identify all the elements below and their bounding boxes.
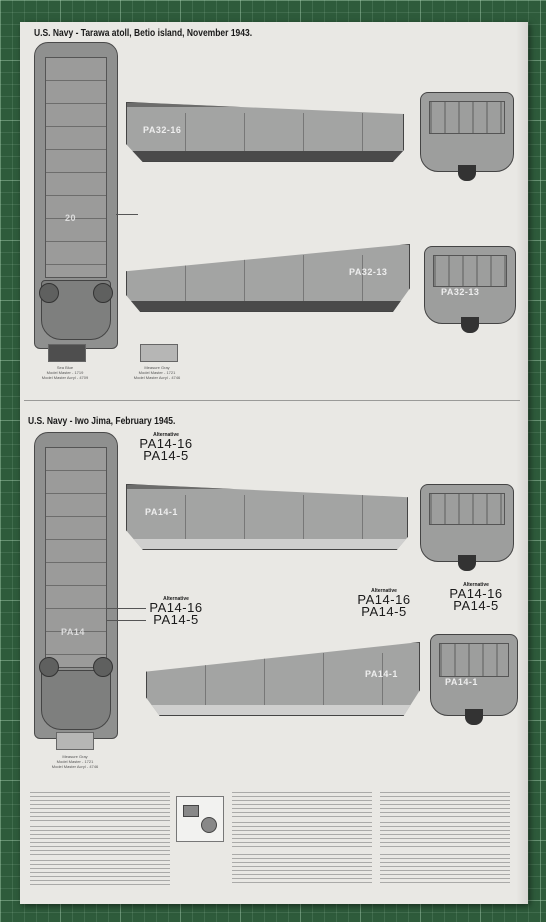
decal-application-diagram — [176, 796, 224, 842]
instructions-paragraph — [380, 854, 510, 884]
alternative-marking-2: Alternative PA14-16 PA14-5 — [146, 596, 206, 626]
hull-waterline — [127, 301, 409, 311]
alternative-marking-4: Alternative PA14-16 PA14-5 — [440, 582, 512, 612]
hull-marking: PA32-13 — [349, 267, 388, 277]
section-1-hull-side-upper: PA32-16 — [126, 102, 404, 162]
front-marking: PA14-1 — [445, 677, 478, 687]
paint-label-sea-blue: Sea Blue Model Master - 1719 Model Maste… — [30, 365, 100, 380]
paint-swatch-measure-gray — [140, 344, 178, 362]
section-divider — [24, 400, 520, 401]
alt-head: Alternative — [371, 588, 397, 594]
section-2-front-view-upper — [420, 484, 514, 571]
section-1-title: U.S. Navy - Tarawa atoll, Betio island, … — [34, 28, 253, 39]
instructions-paragraph — [30, 860, 170, 886]
section-2-plan-view: PA14 — [34, 432, 118, 739]
instructions-paragraph — [232, 854, 372, 884]
front-grid — [429, 101, 505, 135]
paint-swatch-measure-gray-2 — [56, 732, 94, 750]
paint-name: Measure Gray — [144, 365, 170, 370]
alt-head: Alternative — [463, 582, 489, 588]
section-1-hull-side-lower: PA32-13 — [126, 244, 410, 312]
alt-line: PA14-16 — [357, 592, 411, 607]
alt-head: Alternative — [163, 596, 189, 602]
hull-panels — [127, 113, 403, 151]
paint-line1: Model Master - 1721 — [138, 370, 176, 375]
front-grid — [433, 255, 507, 288]
front-keel — [465, 709, 483, 725]
paint-line2: Model Master Acryl - 4746 — [51, 764, 99, 769]
hull-marking: PA14-1 — [365, 669, 398, 679]
front-marking: PA32-13 — [441, 287, 480, 297]
hull-marking: PA32-16 — [143, 125, 182, 135]
alt-line: PA14-16 — [139, 436, 193, 451]
hull-waterline — [127, 539, 407, 549]
instructions-paragraph — [380, 792, 510, 818]
paint-line2: Model Master Acryl - 4709 — [41, 375, 89, 380]
plan-marking: PA14 — [61, 627, 85, 637]
gun-mount-left — [39, 657, 59, 677]
diagram-piece — [183, 805, 199, 817]
front-keel — [458, 555, 476, 571]
paint-label-measure-gray-2: Measure Gray Model Master - 1721 Model M… — [40, 754, 110, 769]
paint-name: Measure Gray — [62, 754, 88, 759]
section-1-front-view-lower: PA32-13 — [424, 246, 516, 333]
hull-waterline — [147, 705, 419, 715]
alt-line: PA14-5 — [153, 612, 199, 627]
paint-swatch-sea-blue — [48, 344, 86, 362]
plan-marking: 20 — [65, 213, 77, 223]
alt-line: PA14-5 — [453, 598, 499, 613]
front-keel — [461, 317, 479, 333]
paint-line1: Model Master - 1721 — [56, 759, 94, 764]
instructions-paragraph — [232, 822, 372, 848]
gun-mount-right — [93, 283, 113, 303]
paint-line1: Model Master - 1719 — [46, 370, 84, 375]
alt-line: PA14-5 — [143, 448, 189, 463]
hull-panels — [147, 653, 419, 705]
instruction-sheet: U.S. Navy - Tarawa atoll, Betio island, … — [20, 22, 528, 904]
section-2-hull-side-upper: PA14-1 — [126, 484, 408, 550]
paint-label-measure-gray: Measure Gray Model Master - 1721 Model M… — [122, 365, 192, 380]
plan-deck — [45, 57, 107, 278]
section-2-title: U.S. Navy - Iwo Jima, February 1945. — [28, 416, 176, 427]
instructions-paragraph — [380, 822, 510, 848]
hull-marking: PA14-1 — [145, 507, 178, 517]
alt-head: Alternative — [153, 432, 179, 438]
callout-line — [106, 620, 146, 621]
front-keel — [458, 165, 476, 181]
alternative-marking-1: Alternative PA14-16 PA14-5 — [136, 432, 196, 462]
gun-mount-left — [39, 283, 59, 303]
callout-line — [106, 608, 146, 609]
section-2-front-view-lower: PA14-1 — [430, 634, 518, 725]
hull-panels — [127, 255, 409, 301]
gun-mount-right — [93, 657, 113, 677]
callout-line — [116, 214, 138, 215]
instructions-paragraph — [30, 826, 170, 856]
paint-name: Sea Blue — [56, 365, 74, 370]
hull-rail — [127, 103, 403, 107]
section-2-hull-side-lower: PA14-1 — [146, 642, 420, 716]
instructions-paragraph — [30, 792, 170, 822]
section-1-plan-view: 20 — [34, 42, 118, 349]
hull-waterline — [127, 151, 403, 161]
plan-deck — [45, 447, 107, 668]
section-1-front-view-upper — [420, 92, 514, 181]
instructions-paragraph — [232, 792, 372, 818]
front-grid — [429, 493, 505, 526]
alternative-marking-3: Alternative PA14-16 PA14-5 — [348, 588, 420, 618]
hull-panels — [127, 495, 407, 539]
alt-line: PA14-16 — [149, 600, 203, 615]
paint-line2: Model Master Acryl - 4746 — [133, 375, 181, 380]
front-grid — [439, 643, 509, 677]
hull-rail — [127, 485, 407, 489]
diagram-piece — [201, 817, 217, 833]
plan-bow — [41, 670, 111, 730]
alt-line: PA14-16 — [449, 586, 503, 601]
alt-line: PA14-5 — [361, 604, 407, 619]
